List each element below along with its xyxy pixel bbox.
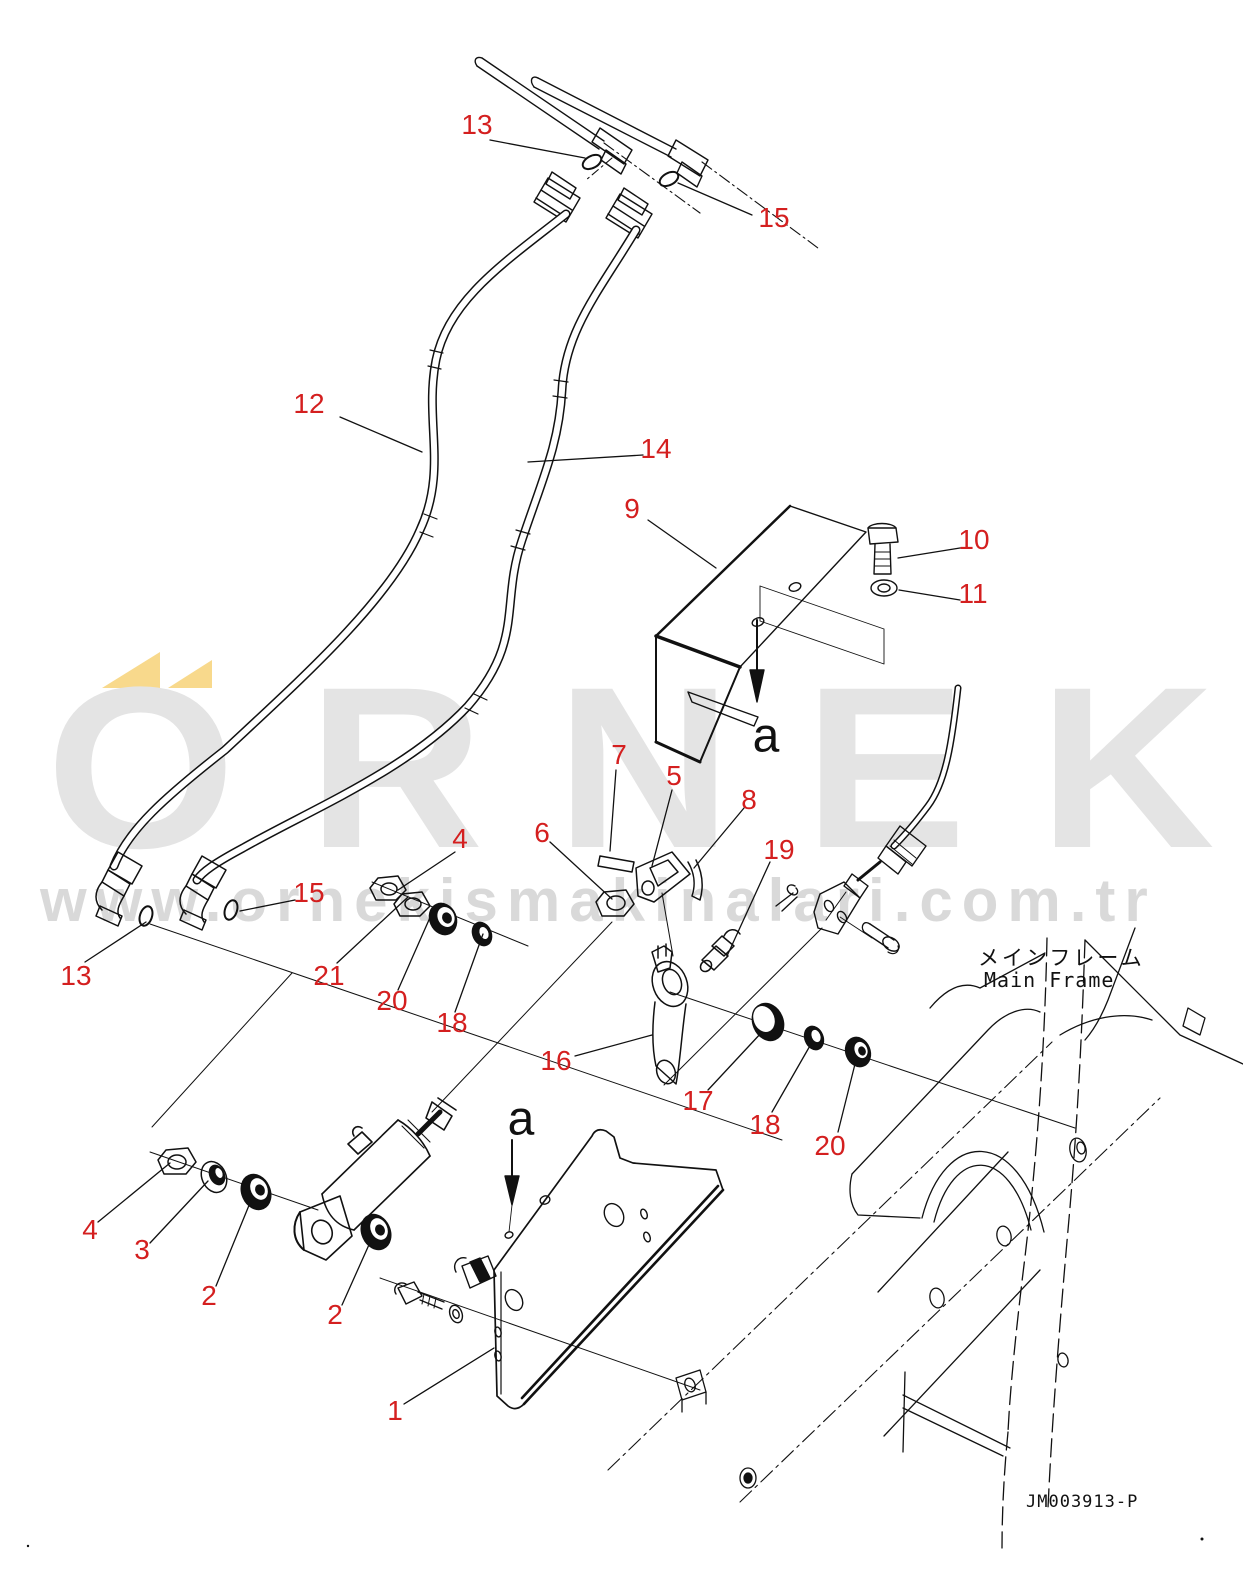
callout-19: 19 <box>763 834 795 865</box>
bolt-10 <box>867 522 899 575</box>
watermark-accent-triangle-small <box>168 660 212 688</box>
hose-14 <box>192 225 641 885</box>
callout-6: 6 <box>534 817 550 848</box>
fitting-19 <box>699 929 741 973</box>
o-ring-15-bottom <box>223 899 239 921</box>
hose-elbow-fittings <box>95 851 239 931</box>
cylinder-clevis <box>299 1195 353 1261</box>
callout-16: 16 <box>540 1045 572 1076</box>
callout-4: 4 <box>82 1214 98 1245</box>
callout-18: 18 <box>436 1007 468 1038</box>
cotter-pin <box>775 884 799 912</box>
callout-1: 1 <box>387 1395 403 1426</box>
callout-12: 12 <box>293 388 325 419</box>
callout-2: 2 <box>201 1280 217 1311</box>
washer-3 <box>200 1160 228 1194</box>
callout-15: 15 <box>293 877 325 908</box>
callout-14: 14 <box>640 433 672 464</box>
roll-pin-7 <box>597 855 635 873</box>
callout-13: 13 <box>461 109 493 140</box>
cylinder-parts <box>157 1147 392 1251</box>
nut-stack-upper <box>369 875 493 947</box>
nut-6 <box>595 889 635 917</box>
cable-assembly <box>775 684 962 955</box>
section-arrow-upper <box>749 619 765 703</box>
callout-4: 4 <box>452 823 468 854</box>
o-ring-15-top <box>658 170 680 188</box>
mounting-plate-1 <box>454 1128 725 1410</box>
section-marker-a: a <box>752 709 780 763</box>
callout-9: 9 <box>624 493 640 524</box>
callout-21: 21 <box>313 960 345 991</box>
main-frame <box>26 927 1243 1549</box>
callout-2: 2 <box>327 1299 343 1330</box>
washer-11 <box>870 579 898 597</box>
frame-caption-japanese: メインフレーム <box>978 946 1145 970</box>
watermark-accent-triangle-large <box>102 652 160 688</box>
callout-11: 11 <box>958 578 988 609</box>
section-marker-a: a <box>507 1092 535 1146</box>
callout-13: 13 <box>60 960 92 991</box>
o-ring-13-bottom <box>138 905 154 927</box>
nut-4b <box>157 1147 197 1175</box>
frame-grommet <box>739 1467 757 1489</box>
callout-20: 20 <box>814 1130 846 1161</box>
reference-lines <box>149 881 1076 1405</box>
callout-18: 18 <box>749 1109 781 1140</box>
section-arrow-lower <box>504 1139 520 1233</box>
clevis-pin <box>861 922 900 955</box>
callout-3: 3 <box>134 1234 150 1265</box>
frame-caption-english: Main Frame <box>984 968 1115 992</box>
hose-12 <box>109 209 571 871</box>
installed-tubes <box>474 56 819 249</box>
callout-5: 5 <box>666 760 682 791</box>
callout-20: 20 <box>376 985 408 1016</box>
clamp-group <box>595 851 741 973</box>
callout-10: 10 <box>958 524 990 555</box>
clevis <box>813 881 861 935</box>
plate-clamp <box>454 1255 497 1289</box>
callout-8: 8 <box>741 784 757 815</box>
o-ring-13-top <box>581 153 603 171</box>
pivot-parts <box>751 1002 872 1068</box>
clamp-5 <box>635 851 691 903</box>
lever-16 <box>651 943 689 1085</box>
cylinder-body <box>293 1097 457 1261</box>
callout-15: 15 <box>758 202 790 233</box>
drawing-number: JM003913-P <box>1026 1492 1139 1512</box>
callout-17: 17 <box>682 1085 714 1116</box>
cover-bracket-9 <box>654 504 885 764</box>
callout-7: 7 <box>611 739 627 770</box>
frame-foot-bracket <box>675 1369 707 1413</box>
watermark-url-text: www.ornekismakinalari.com.tr <box>40 867 1157 934</box>
plate-bolt-washer <box>394 1281 464 1324</box>
leader-lines <box>84 139 961 1405</box>
